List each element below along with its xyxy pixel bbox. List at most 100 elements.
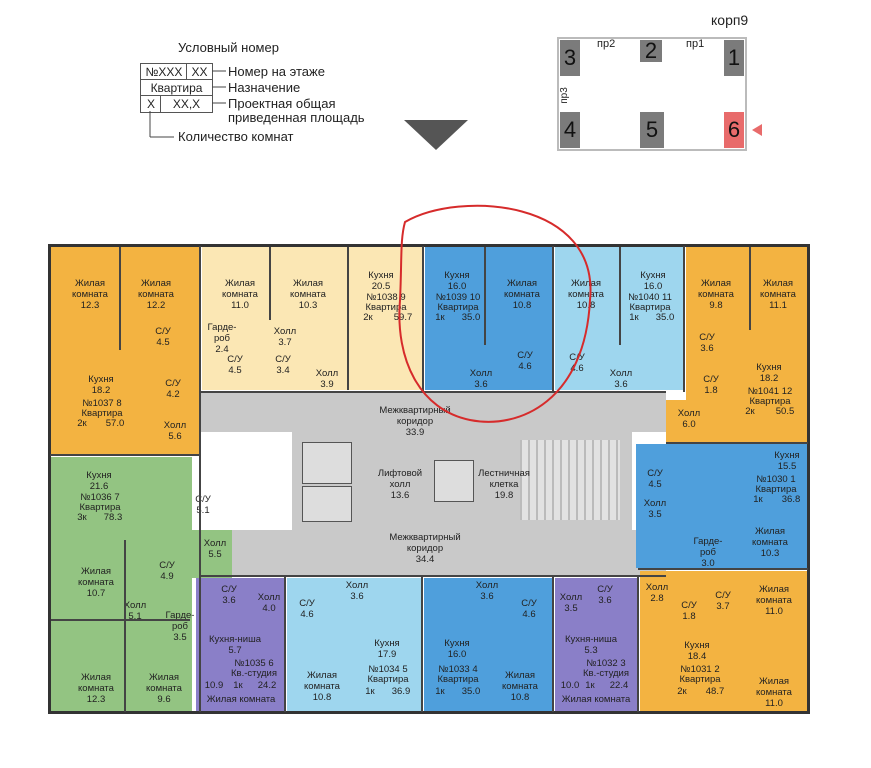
room-label: С/У 4.5: [647, 468, 663, 490]
room-label: Кухня 18.2: [756, 362, 782, 384]
room-label: Жилая комната 9.6: [146, 672, 182, 705]
room-label: Кухня 18.2: [88, 374, 114, 396]
legend-line-4: Количество комнат: [178, 129, 294, 144]
room-label: Холл 5.1: [123, 600, 147, 622]
room-label: С/У 4.9: [159, 560, 175, 582]
corridor-label-top: Межквартирный коридор 33.9: [379, 405, 451, 438]
apartment-1033-area: 35.0: [461, 686, 481, 697]
room-label: Кухня 20.5: [368, 270, 394, 292]
apartment-1033-type: Квартира: [437, 674, 479, 685]
room-label: С/У 1.8: [703, 374, 719, 396]
room-label: Жилая комната 12.3: [78, 672, 114, 705]
keyplan-section-5[interactable]: 5: [640, 112, 664, 148]
room-label: С/У 3.7: [715, 590, 731, 612]
room-label: Холл 3.9: [315, 368, 339, 390]
room-label: С/У 4.6: [517, 350, 533, 372]
apartment-1038-number: №1038 9: [366, 292, 406, 303]
apartment-1032-number: №1032 3: [586, 658, 626, 669]
apartment-1037-type: Квартира: [81, 408, 123, 419]
apartment-1041-area: 50.5: [775, 406, 795, 417]
apartment-1030-area: 36.8: [781, 494, 801, 505]
room-label: С/У 4.5: [227, 354, 243, 376]
room-label: Жилая комната 11.0: [222, 278, 258, 311]
keyplan-section-1[interactable]: 1: [724, 40, 744, 76]
keyplan-section-6[interactable]: 6: [724, 112, 744, 148]
room-label: С/У 3.4: [275, 354, 291, 376]
keyplan-section-3[interactable]: 3: [560, 40, 580, 76]
room-label: 10.0: [560, 680, 580, 691]
apartment-1038-rooms: 2к: [363, 312, 373, 323]
room-label: Кухня-ниша 5.7: [208, 634, 262, 656]
apartment-1034[interactable]: [287, 578, 421, 711]
apartment-1039-area: 35.0: [461, 312, 481, 323]
apartment-1039[interactable]: [425, 247, 552, 390]
room-label: С/У 4.5: [155, 326, 171, 348]
apartment-1036-area: 78.3: [103, 512, 123, 523]
stair-shaft: [434, 460, 474, 502]
apartment-1032[interactable]: [555, 578, 637, 711]
room-label: Жилая комната: [206, 694, 276, 705]
apartment-1030-number: №1030 1: [756, 474, 796, 485]
apartment-1036[interactable]: [51, 457, 192, 711]
apartment-1036-rooms: 3к: [77, 512, 87, 523]
apartment-1030-type: Квартира: [755, 484, 797, 495]
corridor-label-bottom: Межквартирный коридор 34.4: [389, 532, 461, 565]
room-label: С/У 3.6: [221, 584, 237, 606]
apartment-1033[interactable]: [424, 578, 552, 711]
apartment-1031-type: Квартира: [679, 674, 721, 685]
apartment-1035-number: №1035 6: [234, 658, 274, 669]
apartment-1034-number: №1034 5: [368, 664, 408, 675]
room-label: Холл 3.7: [273, 326, 297, 348]
room-label: Кухня 15.5: [774, 450, 800, 472]
apartment-1030[interactable]: [636, 444, 807, 568]
room-label: Холл 3.5: [559, 592, 583, 614]
legend-line-2: Назначение: [228, 80, 301, 95]
apartment-1035-area: 24.2: [257, 680, 277, 691]
room-label: С/У 4.6: [569, 352, 585, 374]
apartment-1041-hall: [666, 400, 688, 442]
apartment-1041-number: №1041 12: [747, 386, 793, 397]
room-label: Гарде- роб 2.4: [207, 322, 237, 355]
active-section-marker-icon: [752, 124, 762, 136]
legend-line-3b: приведенная площадь: [228, 110, 365, 125]
room-label: Жилая комната 12.3: [72, 278, 108, 311]
apartment-1041-rooms: 2к: [745, 406, 755, 417]
apartment-1037-rooms: 2к: [77, 418, 87, 429]
legend-box-area: XX,X: [160, 95, 213, 113]
room-label: Холл 6.0: [677, 408, 701, 430]
keyplan-section-4[interactable]: 4: [560, 112, 580, 148]
apartment-1037[interactable]: [51, 247, 199, 454]
room-label: С/У 1.8: [681, 600, 697, 622]
room-label: Холл 2.8: [645, 582, 669, 604]
apartment-1031-rooms: 2к: [677, 686, 687, 697]
apartment-1031[interactable]: [640, 571, 807, 711]
room-label: Холл 3.6: [469, 368, 493, 390]
room-label: Жилая комната 12.2: [138, 278, 174, 311]
apartment-1040-type: Квартира: [629, 302, 671, 313]
apartment-1033-number: №1033 4: [438, 664, 478, 675]
keyplan-section-2[interactable]: 2: [640, 38, 662, 63]
apartment-1034-rooms: 1к: [365, 686, 375, 697]
keyplan: [557, 37, 747, 151]
apartment-1034-type: Квартира: [367, 674, 409, 685]
room-label: Кухня 21.6: [86, 470, 112, 492]
room-label: Жилая комната 9.8: [698, 278, 734, 311]
apartment-1039-rooms: 1к: [435, 312, 445, 323]
room-label: Холл 3.6: [475, 580, 499, 602]
apartment-1039-type: Квартира: [437, 302, 479, 313]
keyplan-passage-1: пр1: [686, 38, 705, 50]
apartment-1041[interactable]: [686, 247, 807, 442]
keyplan-passage-2: пр2: [597, 38, 616, 50]
apartment-1034-area: 36.9: [391, 686, 411, 697]
apartment-1036-hall: [190, 530, 232, 578]
room-label: Жилая комната 10.8: [502, 670, 538, 703]
apartment-1035[interactable]: [196, 578, 284, 711]
room-label: Жилая комната 11.0: [756, 676, 792, 709]
room-label: Жилая комната 11.0: [756, 584, 792, 617]
room-label: Холл 5.6: [163, 420, 187, 442]
apartment-1038[interactable]: [202, 247, 422, 390]
room-label: С/У 4.2: [165, 378, 181, 400]
stairwell-label: Лестничная клетка 19.8: [478, 468, 530, 501]
elevator-shaft-1: [302, 442, 352, 484]
room-label: Холл 4.0: [257, 592, 281, 614]
